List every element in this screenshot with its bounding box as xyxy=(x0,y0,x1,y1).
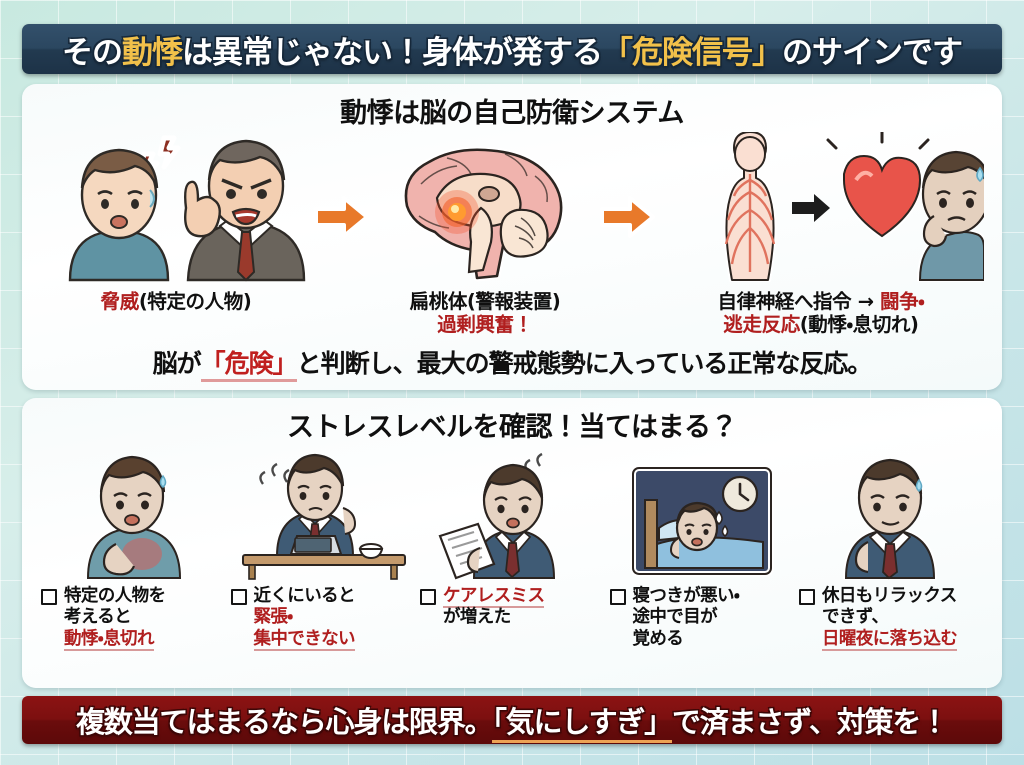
header-title: その動悸は異常じゃない！身体が発する「危険信号」のサインです xyxy=(62,34,963,71)
header-banner: その動悸は異常じゃない！身体が発する「危険信号」のサインです xyxy=(22,24,1002,74)
flow-step-threat: 脅威(特定の人物) xyxy=(40,132,312,313)
checklist-row: 特定の人物を考えると動悸・息切れ xyxy=(22,444,1002,651)
flow-step-autonomic: 自律神経へ指令 → 闘争・逃走反応(動悸・息切れ) xyxy=(658,129,992,336)
flow-arrow-2 xyxy=(597,132,658,240)
flow-arrow-1 xyxy=(312,132,373,240)
brain-amygdala-illustration xyxy=(385,132,585,286)
list-item[interactable]: 休日もリラックスできず、日曜夜に落ち込む xyxy=(798,448,984,651)
flow-step-threat-caption: 脅威(特定の人物) xyxy=(100,290,252,313)
worried-person-with-documents-illustration xyxy=(432,448,592,580)
mechanism-panel-title: 動悸は脳の自己防衛システム xyxy=(340,98,684,129)
insomnia-person-in-bed-with-clock-illustration xyxy=(627,448,777,580)
checkbox-icon[interactable] xyxy=(420,589,436,605)
checkbox-icon[interactable] xyxy=(609,589,626,605)
gloomy-person-in-suit-illustration xyxy=(816,448,966,580)
list-item-text: 寝つきが悪い・途中で目が覚める xyxy=(609,586,795,650)
autonomic-nervous-system-and-heart-illustration xyxy=(658,129,992,286)
mechanism-flow-row: 脅威(特定の人物) xyxy=(22,129,1002,336)
list-item[interactable]: 特定の人物を考えると動悸・息切れ xyxy=(40,448,226,651)
list-item[interactable]: 近くにいると緊張・集中できない xyxy=(230,448,416,651)
tense-office-worker-at-desk-illustration xyxy=(235,448,410,580)
list-item-text: 特定の人物を考えると動悸・息切れ xyxy=(40,586,226,651)
checkbox-icon[interactable] xyxy=(41,589,57,605)
list-item[interactable]: 寝つきが悪い・途中で目が覚める xyxy=(609,448,795,650)
checklist-panel: ストレスレベルを確認！当てはまる？ xyxy=(22,398,1002,688)
footer-message: 複数当てはまるなら心身は限界。「気にしすぎ」で済まさず、対策を！ xyxy=(76,699,949,743)
list-item-text: 近くにいると緊張・集中できない xyxy=(230,586,416,651)
footer-banner: 複数当てはまるなら心身は限界。「気にしすぎ」で済まさず、対策を！ xyxy=(22,696,1002,744)
checkbox-icon[interactable] xyxy=(230,589,247,605)
mechanism-summary: 脳が「危険」と判断し、最大の警戒態勢に入っている正常な反応。 xyxy=(22,344,1002,382)
list-item-text: 休日もリラックスできず、日曜夜に落ち込む xyxy=(798,586,984,651)
mechanism-panel: 動悸は脳の自己防衛システム xyxy=(22,84,1002,390)
checklist-panel-title: ストレスレベルを確認！当てはまる？ xyxy=(287,412,737,443)
flow-step-amygdala-caption: 扁桃体(警報装置)過剰興奮！ xyxy=(409,290,561,336)
list-item[interactable]: ケアレスミスが増えた xyxy=(419,448,605,650)
flow-step-amygdala: 扁桃体(警報装置)過剰興奮！ xyxy=(373,132,598,336)
flow-step-autonomic-caption: 自律神経へ指令 → 闘争・逃走反応(動悸・息切れ) xyxy=(717,290,925,336)
checkbox-icon[interactable] xyxy=(799,589,815,605)
chest-pain-person-illustration xyxy=(58,448,208,580)
angry-boss-and-worried-person-illustration xyxy=(40,132,312,286)
list-item-text: ケアレスミスが増えた xyxy=(419,586,605,629)
